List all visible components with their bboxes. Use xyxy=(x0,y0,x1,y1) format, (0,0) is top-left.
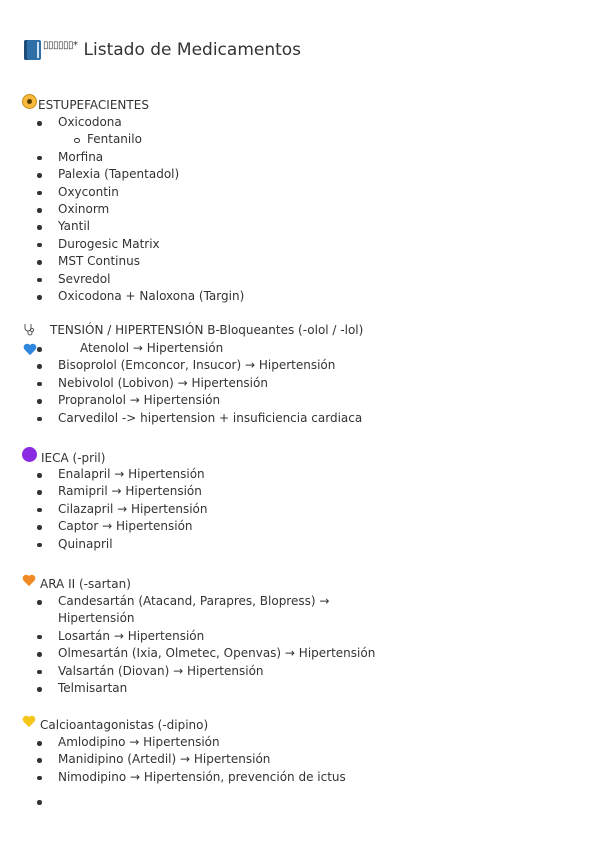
title-glyphs: ▯▯▯▯▯▯* xyxy=(43,39,78,51)
list-item: Quinapril xyxy=(0,536,207,553)
list-calcio: Amlodipino → Hipertensión Manidipino (Ar… xyxy=(0,734,346,805)
list-item: Valsartán (Diovan) → Hipertensión xyxy=(0,663,375,680)
list-item: Sevredol xyxy=(0,271,244,288)
book-icon xyxy=(24,40,41,60)
list-item: Ramipril → Hipertensión xyxy=(0,483,207,500)
list-item-nested: Fentanilo xyxy=(0,131,244,148)
list-item: Nimodipino → Hipertensión, prevención de… xyxy=(0,769,346,786)
list-item: Telmisartan xyxy=(0,680,375,697)
list-item: Palexia (Tapentadol) xyxy=(0,166,244,183)
list-item: Nebivolol (Lobivon) → Hipertensión xyxy=(0,375,362,392)
section-ara-heading: ARA II (-sartan) xyxy=(22,574,131,591)
list-estupefacientes: Oxicodona Fentanilo Morfina Palexia (Tap… xyxy=(0,114,244,305)
list-item: Oxicodona xyxy=(0,114,244,131)
section-estupefacientes-heading: ESTUPEFACIENTES xyxy=(22,94,149,112)
list-item: Oxinorm xyxy=(0,201,244,218)
list-ieca: Enalapril → Hipertensión Ramipril → Hipe… xyxy=(0,466,207,553)
section-ieca-heading: IECA (-pril) xyxy=(22,447,106,465)
section-heading-text: Calcioantagonistas (-dipino) xyxy=(40,718,209,732)
orange-heart-icon xyxy=(22,575,36,588)
list-item: Propranolol → Hipertensión xyxy=(0,392,362,409)
list-item: Cilazapril → Hipertensión xyxy=(0,501,207,518)
list-item: Manidipino (Artedil) → Hipertensión xyxy=(0,751,346,768)
title-text: Listado de Medicamentos xyxy=(83,40,302,60)
list-item: Durogesic Matrix xyxy=(0,236,244,253)
yellow-heart-icon xyxy=(22,716,36,729)
list-item: Captor → Hipertensión xyxy=(0,518,207,535)
stethoscope-icon xyxy=(24,324,35,336)
section-heading-text: IECA (-pril) xyxy=(41,450,106,465)
list-ara: Candesartán (Atacand, Parapres, Blopress… xyxy=(0,593,375,697)
section-tension-heading: TENSIÓN / HIPERTENSIÓN B-Bloqueantes (-o… xyxy=(22,323,363,337)
purple-circle-icon xyxy=(22,447,37,462)
list-item: Enalapril → Hipertensión xyxy=(0,466,207,483)
list-item: Carvedilol -> hipertension + insuficienc… xyxy=(0,410,362,427)
list-item: Losartán → Hipertensión xyxy=(0,628,375,645)
list-item: Candesartán (Atacand, Parapres, Blopress… xyxy=(0,593,358,628)
list-item: Olmesartán (Ixia, Olmetec, Openvas) → Hi… xyxy=(0,645,375,662)
section-heading-text: ESTUPEFACIENTES xyxy=(38,97,149,112)
list-item: Atenolol → Hipertensión xyxy=(0,340,362,357)
list-item: Amlodipino → Hipertensión xyxy=(0,734,346,751)
section-heading-text: ARA II (-sartan) xyxy=(40,577,131,591)
section-calcio-heading: Calcioantagonistas (-dipino) xyxy=(22,715,209,732)
radioactive-icon xyxy=(22,94,37,109)
list-item: Morfina xyxy=(0,149,244,166)
list-tension: Atenolol → Hipertensión Bisoprolol (Emco… xyxy=(0,340,362,427)
list-item: Oxycontin xyxy=(0,184,244,201)
list-item: Bisoprolol (Emconcor, Insucor) → Hiperte… xyxy=(0,357,362,374)
page-title: ▯▯▯▯▯▯* Listado de Medicamentos xyxy=(24,38,301,62)
list-item: Oxicodona + Naloxona (Targin) xyxy=(0,288,244,305)
section-heading-text: TENSIÓN / HIPERTENSIÓN B-Bloqueantes (-o… xyxy=(50,323,364,337)
list-item: MST Continus xyxy=(0,253,244,270)
list-item: Yantil xyxy=(0,218,244,235)
